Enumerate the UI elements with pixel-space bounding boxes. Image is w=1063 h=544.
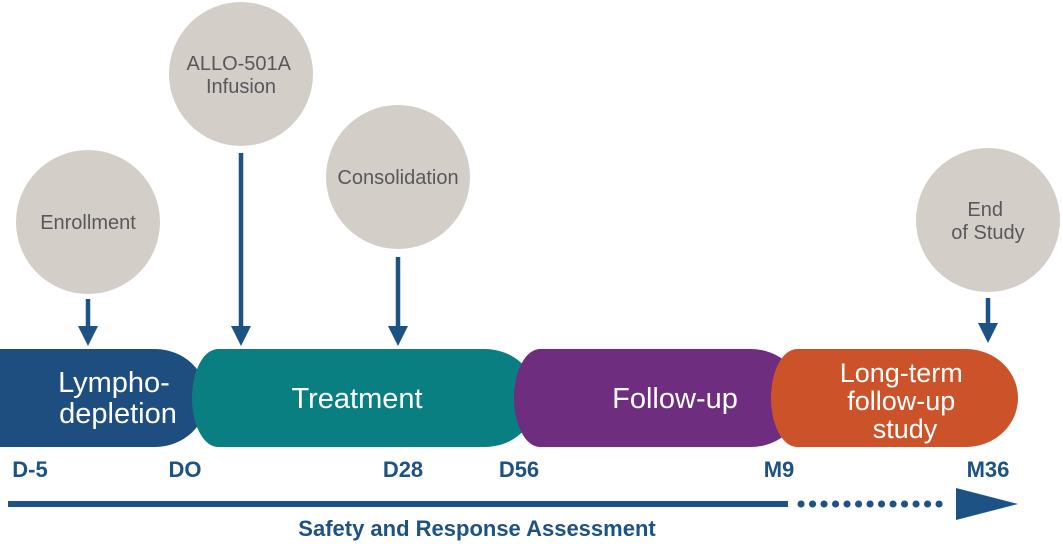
milestone-circle-allo-501a-infusion [169,2,313,146]
milestone-label-enrollment: Enrollment [40,212,136,234]
milestone-labels: Enrollment ALLO-501A Infusion Consolidat… [40,53,1025,244]
timepoint-label-d28: D28 [383,457,423,482]
timepoint-label-d56: D56 [499,457,539,482]
milestone-arrows [85,153,991,328]
assessment-axis [8,488,1018,520]
phase-band-lympho-depletion [0,349,207,447]
phase-label-long-term-follow-up-study: Long-term follow-up study [840,358,971,444]
phase-label-lympho-depletion: Lympho- depletion [58,367,178,430]
timepoint-label-d-5: D-5 [12,457,47,482]
timepoint-label-d0: DO [169,457,202,482]
timepoint-label-m36: M36 [967,457,1010,482]
phase-bands [0,349,1018,447]
phase-band-long-term-follow-up-study [771,349,1018,447]
arrowhead-icon-enrollment [78,326,98,346]
timepoint-label-m9: M9 [764,457,795,482]
phase-band-treatment [192,349,537,447]
milestone-label-end-of-study: End of Study [951,199,1024,244]
milestone-arrowheads [78,323,998,346]
milestone-circle-consolidation [326,105,470,249]
phase-band-follow-up [514,349,803,447]
phase-label-follow-up: Follow-up [612,383,738,415]
milestone-label-consolidation: Consolidation [337,167,458,189]
phase-label-treatment: Treatment [291,383,422,415]
assessment-label: Safety and Response Assessment [298,516,656,541]
milestone-circle-enrollment [16,150,160,294]
arrowhead-icon-end-of-study [978,323,998,343]
milestone-circle-end-of-study [916,148,1060,292]
phase-labels: Lympho- depletion Treatment Follow-up Lo… [58,358,971,444]
arrowhead-icon-consolidation [388,326,408,346]
timepoint-labels: D-5 DO D28 D56 M9 M36 [12,457,1009,482]
milestone-circles [16,2,1060,294]
assessment-axis-arrowhead-icon [956,488,1018,520]
milestone-label-allo-501a-infusion: ALLO-501A Infusion [187,53,296,98]
arrowhead-icon-allo-501a-infusion [231,326,251,346]
